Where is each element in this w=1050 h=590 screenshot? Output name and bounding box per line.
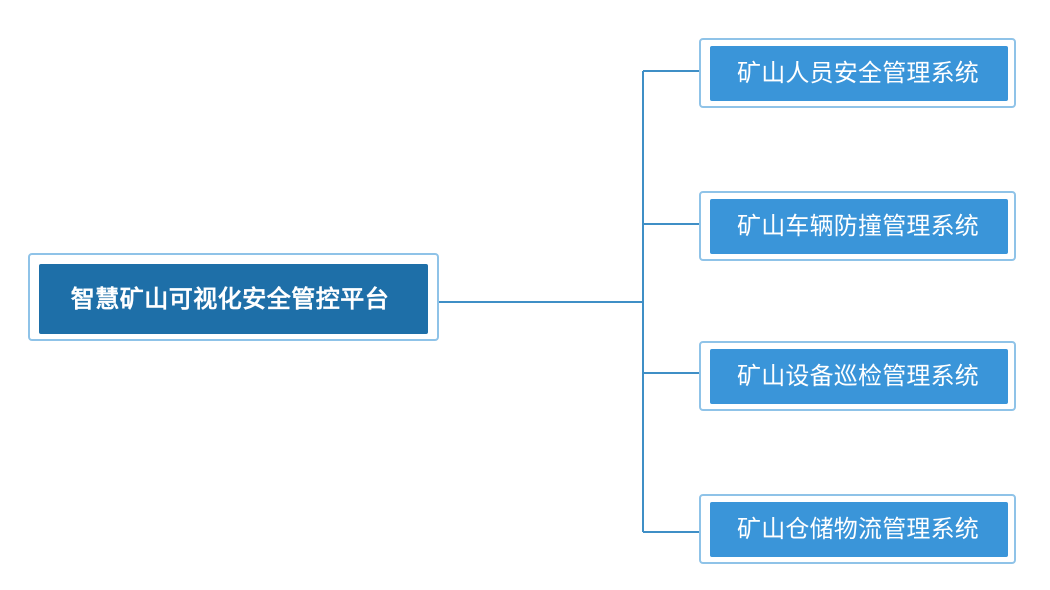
child-node-box-4 — [710, 502, 1008, 557]
child-node-1: 矿山人员安全管理系统 — [699, 38, 1016, 108]
child-node-label-2: 矿山车辆防撞管理系统 — [737, 212, 979, 240]
root-node-label: 智慧矿山可视化安全管控平台 — [71, 285, 390, 313]
child-node-box-1 — [710, 46, 1008, 101]
child-node-box-2 — [710, 199, 1008, 254]
root-node: 智慧矿山可视化安全管控平台 — [28, 253, 439, 341]
child-node-4: 矿山仓储物流管理系统 — [699, 494, 1016, 564]
root-node-box — [39, 264, 428, 334]
child-node-label-3: 矿山设备巡检管理系统 — [737, 362, 979, 390]
child-node-3: 矿山设备巡检管理系统 — [699, 341, 1016, 411]
child-node-label-4: 矿山仓储物流管理系统 — [737, 515, 979, 543]
child-node-box-3 — [710, 349, 1008, 404]
child-node-label-1: 矿山人员安全管理系统 — [737, 59, 979, 87]
connector-lines — [438, 70, 700, 533]
child-node-2: 矿山车辆防撞管理系统 — [699, 191, 1016, 261]
